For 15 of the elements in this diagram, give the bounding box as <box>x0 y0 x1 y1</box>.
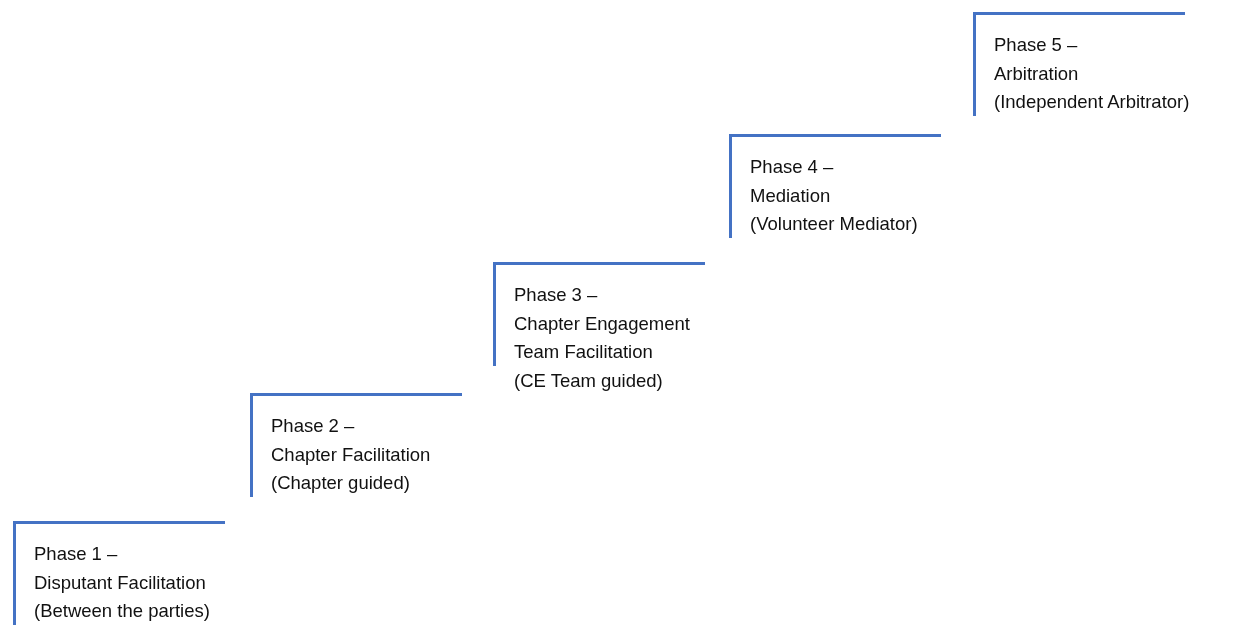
phase-heading: Phase 2 – <box>271 414 356 438</box>
phase-name: Disputant Facilitation <box>34 570 207 595</box>
phase-heading: Phase 4 – <box>750 155 835 179</box>
phase-guidance: (Independent Arbitrator) <box>994 90 1191 114</box>
phase-heading: Phase 1 – <box>34 542 119 566</box>
phase-heading: Phase 5 – <box>994 33 1079 57</box>
phase-guidance: (Chapter guided) <box>271 471 411 495</box>
phase-heading: Phase 3 – <box>514 283 599 307</box>
phase-guidance: (Between the parties) <box>34 599 211 623</box>
phase-guidance: (Volunteer Mediator) <box>750 212 919 236</box>
phase-name: Chapter Facilitation <box>271 442 432 467</box>
phase-name: Mediation <box>750 183 832 208</box>
phase-guidance: (CE Team guided) <box>514 368 664 393</box>
phase-name: Chapter Engagement Team Facilitation <box>514 311 691 364</box>
phase-name: Arbitration <box>994 61 1080 86</box>
